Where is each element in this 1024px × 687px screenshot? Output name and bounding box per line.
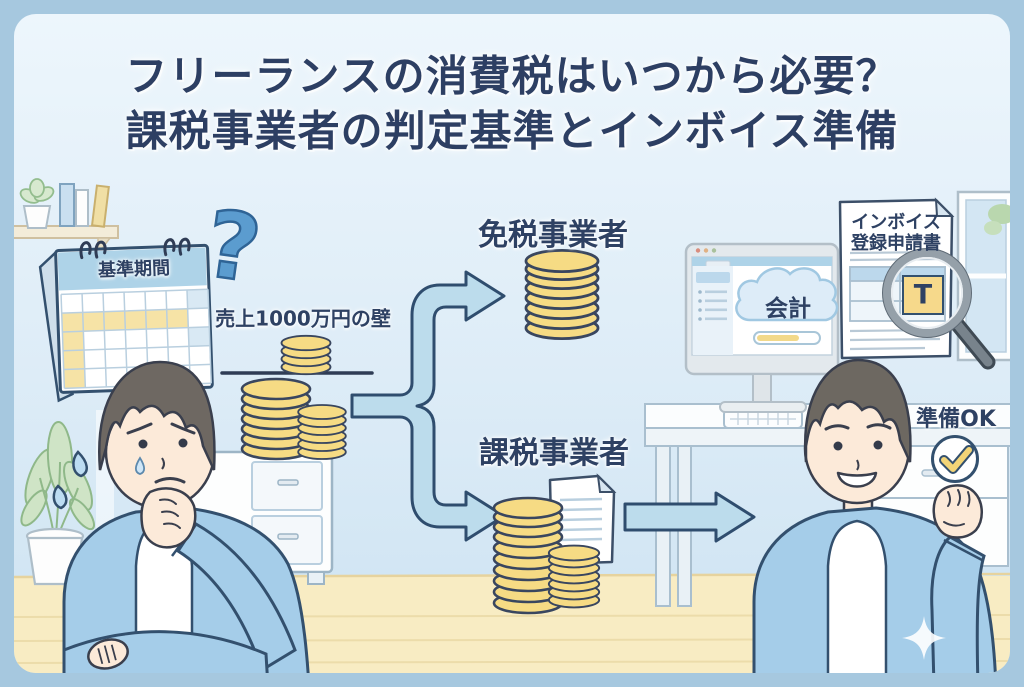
magnifier-icon: [882, 248, 996, 370]
window-dot-icon: [703, 248, 709, 253]
hand-on-chin: [140, 487, 197, 549]
progress-bar: [753, 331, 821, 345]
thinking-man: [52, 360, 311, 673]
window-dot-icon: [695, 248, 701, 253]
arrow-right-icon: [623, 491, 756, 543]
title-line-2: 課税事業者の判定基準とインボイス準備: [125, 106, 899, 156]
frown-mouth: [154, 477, 186, 484]
worried-brows: [126, 422, 196, 435]
hair: [803, 358, 912, 463]
monitor: [684, 242, 840, 413]
sweat-drops-icon: [52, 450, 88, 510]
wall-shelf: [14, 178, 119, 257]
t-mark-cell: [902, 275, 944, 315]
title-line-1: フリーランスの消費税はいつから必要？: [125, 51, 899, 101]
registration-t-mark: T: [913, 279, 933, 311]
invoice-document: [838, 197, 955, 360]
brows: [824, 423, 892, 431]
books-icon: [59, 183, 110, 228]
calendar: [38, 237, 214, 403]
taxable-business-label: 課税事業者: [479, 436, 629, 471]
window-dot-icon: [711, 248, 717, 253]
sparkle-icon: [902, 616, 946, 660]
coin-stack-exempt: [524, 249, 600, 340]
sidebar-list: [698, 290, 727, 321]
ready-ok-label: 準備OK: [916, 407, 996, 432]
smile-mouth: [836, 471, 878, 488]
checkmark-icon: [931, 435, 979, 483]
accounting-cloud-label: 会計: [765, 296, 811, 322]
invoice-doc-title-2: 登録申請書: [851, 233, 941, 254]
exempt-business-label: 免税事業者: [478, 218, 628, 253]
sales-threshold-label: 売上1000万円の壁: [215, 306, 391, 331]
coin-stack-above-line: [280, 334, 332, 376]
invoice-doc-title-1: インボイス: [851, 212, 941, 233]
shirt: [826, 519, 888, 673]
raised-arm: [930, 535, 986, 673]
happy-man: [752, 358, 998, 673]
fist: [932, 484, 983, 539]
cloud-icon: [735, 267, 839, 322]
branch-arrow-icon: [350, 270, 506, 542]
floor-plant: [20, 421, 96, 586]
calendar-rings-icon: [79, 237, 191, 260]
calendar-grid: [60, 288, 213, 390]
hair: [98, 360, 216, 471]
calendar-header-label: 基準期間: [97, 257, 171, 282]
shelf-plant-icon: [19, 178, 55, 229]
keyboard-icon: [723, 409, 803, 429]
